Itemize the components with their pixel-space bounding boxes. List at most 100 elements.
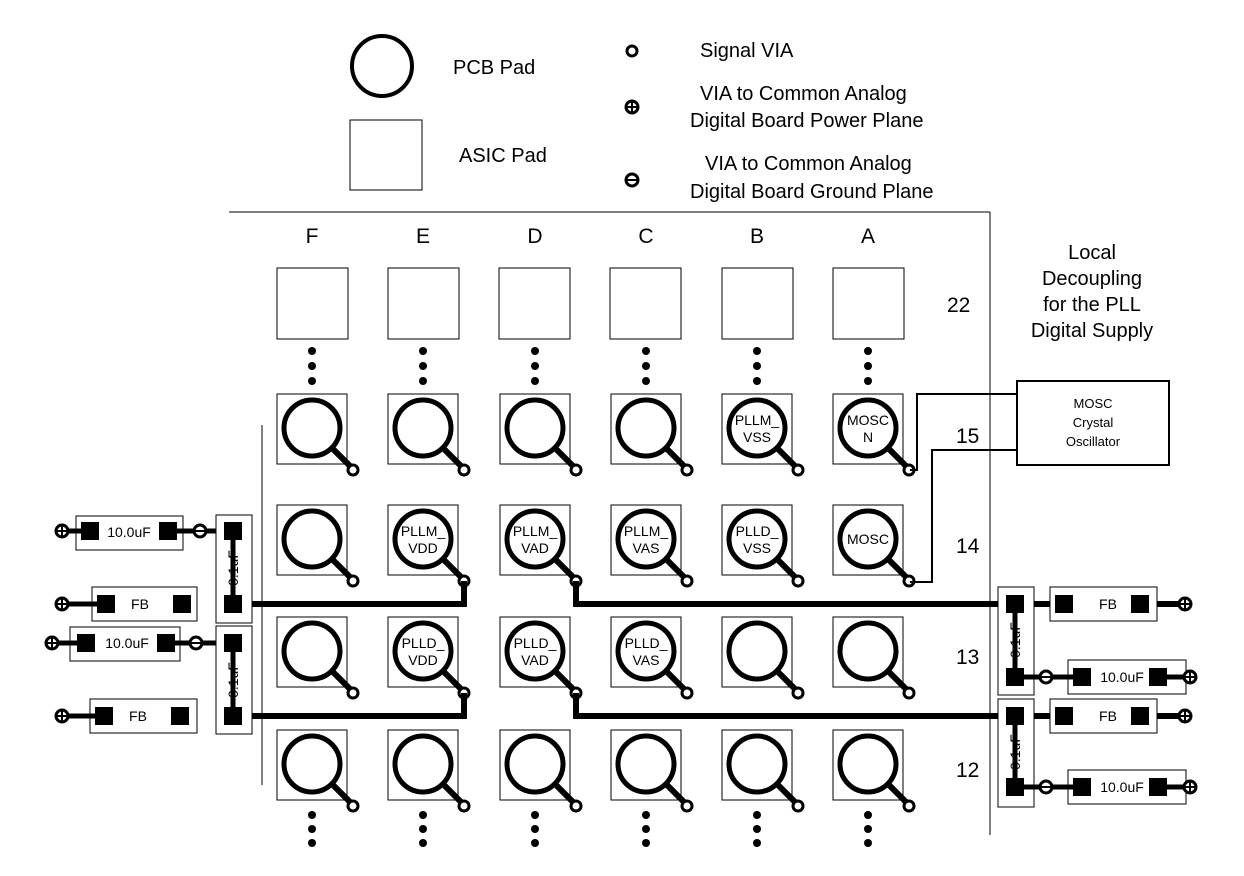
pad-label-line1: PLLD_ bbox=[514, 635, 557, 651]
asic-pad-outline bbox=[832, 504, 904, 576]
bulk-cap-label: 10.0uF bbox=[1100, 669, 1144, 685]
continuation-dot bbox=[419, 362, 427, 370]
continuation-dot bbox=[531, 825, 539, 833]
continuation-dot bbox=[419, 839, 427, 847]
column-header: B bbox=[750, 225, 764, 248]
asic-pad-outline bbox=[832, 393, 904, 465]
column-header: E bbox=[416, 225, 430, 248]
asic-pad-outline bbox=[276, 393, 348, 465]
pcb-pad-cell bbox=[387, 729, 471, 813]
asic-pad-row bbox=[276, 267, 905, 340]
pcb-pad-cell bbox=[276, 393, 360, 477]
pad-label-line2: VDD bbox=[408, 540, 438, 556]
mosc-n-wire bbox=[910, 393, 1017, 471]
oscillator-label-1: MOSC bbox=[1074, 396, 1113, 411]
continuation-dot bbox=[642, 377, 650, 385]
continuation-dot bbox=[642, 825, 650, 833]
component-terminal bbox=[97, 595, 115, 613]
pad-label-line1: PLLM_ bbox=[513, 523, 558, 539]
pad-label-line2: VAS bbox=[633, 540, 660, 556]
asic-pad-outline bbox=[499, 616, 571, 688]
pcb-pad bbox=[837, 620, 899, 682]
legend-power-via-label-1: VIA to Common Analog bbox=[700, 83, 907, 105]
decoupling-note: Local Decoupling for the PLL Digital Sup… bbox=[1031, 242, 1153, 342]
asic-pad-outline bbox=[387, 393, 459, 465]
oscillator-label-3: Oscillator bbox=[1066, 434, 1121, 449]
column-headers: F E D C B A bbox=[306, 225, 875, 248]
asic-pad-outline bbox=[721, 729, 793, 801]
asic-pad bbox=[387, 267, 460, 340]
component-terminal bbox=[1131, 707, 1149, 725]
continuation-dot bbox=[864, 811, 872, 819]
decoupling-note-line: for the PLL bbox=[1043, 294, 1141, 316]
asic-pad bbox=[832, 267, 905, 340]
legend-asic-pad-label: ASIC Pad bbox=[459, 145, 547, 167]
component-terminal bbox=[1073, 778, 1091, 796]
signal-via bbox=[902, 686, 916, 700]
continuation-dot bbox=[419, 377, 427, 385]
plld-vdd-trace bbox=[233, 693, 467, 719]
pcb-pad bbox=[837, 733, 899, 795]
asic-pad-outline bbox=[721, 504, 793, 576]
continuation-dot bbox=[531, 839, 539, 847]
continuation-dot bbox=[753, 839, 761, 847]
pcb-pad-cell: MOSC bbox=[832, 504, 916, 588]
pcb-pad bbox=[392, 508, 454, 570]
pcb-pad-cell: PLLM_VAS bbox=[610, 504, 694, 588]
row-headers: 22 15 14 13 12 bbox=[947, 294, 980, 782]
column-header: F bbox=[306, 225, 319, 248]
component-terminal bbox=[224, 707, 242, 725]
ferrite-bead-label: FB bbox=[1099, 596, 1117, 612]
pcb-pad bbox=[726, 397, 788, 459]
pcb-pad bbox=[615, 397, 677, 459]
pad-label-line1: PLLM_ bbox=[624, 523, 669, 539]
bulk-cap-label: 10.0uF bbox=[107, 524, 151, 540]
pcb-pad-cell bbox=[721, 616, 805, 700]
component-terminal bbox=[81, 522, 99, 540]
asic-pad-outline bbox=[610, 729, 682, 801]
pcb-pad-cell: PLLD_VAS bbox=[610, 616, 694, 700]
asic-pad-outline bbox=[499, 393, 571, 465]
pcb-pad-cell: PLLD_VAD bbox=[499, 616, 583, 700]
asic-pad-outline bbox=[832, 729, 904, 801]
pcb-pad-cell bbox=[721, 729, 805, 813]
component-terminal bbox=[1073, 668, 1091, 686]
asic-pad-outline bbox=[610, 504, 682, 576]
continuation-dot bbox=[753, 811, 761, 819]
row-header: 13 bbox=[956, 646, 979, 669]
continuation-dot bbox=[864, 347, 872, 355]
continuation-dot bbox=[864, 825, 872, 833]
pad-label-line1: PLLD_ bbox=[402, 635, 445, 651]
component-terminal bbox=[159, 522, 177, 540]
asic-pad bbox=[276, 267, 349, 340]
pcb-pad bbox=[726, 733, 788, 795]
pad-label-line2: VSS bbox=[743, 540, 771, 556]
bulk-cap-label: 10.0uF bbox=[1100, 779, 1144, 795]
continuation-dot bbox=[531, 377, 539, 385]
pcb-pad-cell: PLLD_VDD bbox=[387, 616, 471, 700]
continuation-dot bbox=[642, 347, 650, 355]
pad-label-line2: VAD bbox=[521, 540, 549, 556]
pcb-pad-cell bbox=[276, 729, 360, 813]
decoupling-note-line: Local bbox=[1068, 242, 1116, 264]
column-header: C bbox=[638, 225, 653, 248]
asic-pad bbox=[498, 267, 571, 340]
pcb-pad bbox=[392, 620, 454, 682]
pcb-pad-cell bbox=[610, 393, 694, 477]
bypass-cap-label: 0.1uF bbox=[1007, 734, 1023, 770]
signal-via bbox=[569, 799, 583, 813]
asic-pad-outline bbox=[610, 393, 682, 465]
pad-label-line2: VSS bbox=[743, 429, 771, 445]
pcb-pad bbox=[615, 620, 677, 682]
pllm-vdd-trace bbox=[233, 581, 467, 607]
bypass-cap-label: 0.1uF bbox=[1007, 622, 1023, 658]
pcb-pad bbox=[726, 508, 788, 570]
row-header: 12 bbox=[956, 759, 979, 782]
continuation-dot bbox=[753, 825, 761, 833]
asic-pad-outline bbox=[276, 504, 348, 576]
component-terminal bbox=[77, 634, 95, 652]
legend: PCB Pad ASIC Pad Signal VIA VIA to Commo… bbox=[349, 34, 933, 203]
component-terminal bbox=[224, 634, 242, 652]
component-terminal bbox=[1055, 595, 1073, 613]
